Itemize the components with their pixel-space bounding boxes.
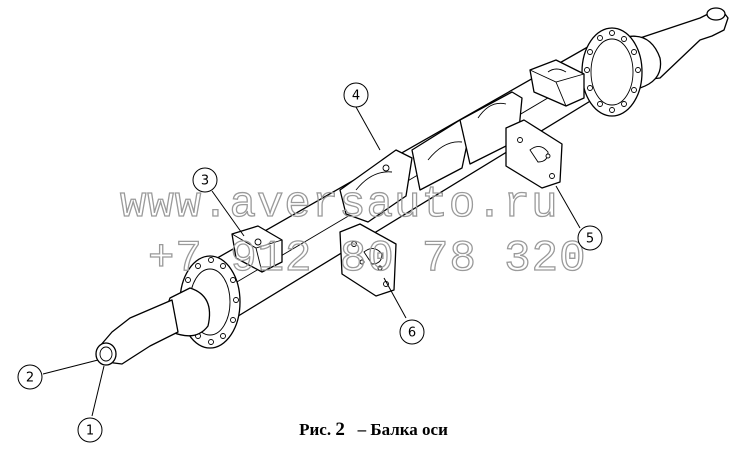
callout-6-label: 6 — [408, 326, 416, 341]
bracket-6 — [339, 223, 397, 297]
callout-2: 2 — [17, 364, 43, 390]
watermark-url: www.aversauto.ru — [120, 180, 558, 230]
right-pad — [529, 59, 585, 107]
figure-caption: Рис. 2 – Балка оси — [0, 419, 747, 441]
callout-5: 5 — [577, 225, 603, 251]
right-hub-flange — [581, 27, 643, 117]
bracket-3 — [231, 225, 283, 273]
callout-4: 4 — [343, 82, 369, 108]
callout-4-label: 4 — [352, 89, 360, 104]
callout-1-label: 1 — [86, 424, 94, 439]
bracket-5 — [505, 119, 563, 189]
bracket-4 — [339, 91, 523, 223]
left-spindle — [95, 287, 211, 366]
callout-3-label: 3 — [201, 174, 209, 189]
callout-2-label: 2 — [26, 371, 34, 386]
watermark-phone: +7 912 80 78 320 — [148, 234, 586, 284]
callout-6: 6 — [399, 319, 425, 345]
callout-1: 1 — [77, 417, 103, 443]
caption-title: – Балка оси — [357, 420, 448, 439]
callout-3: 3 — [192, 167, 218, 193]
leader-lines — [42, 106, 581, 417]
caption-number: 2 — [335, 419, 345, 440]
callout-5-label: 5 — [586, 232, 594, 247]
caption-prefix: Рис. — [299, 420, 332, 439]
